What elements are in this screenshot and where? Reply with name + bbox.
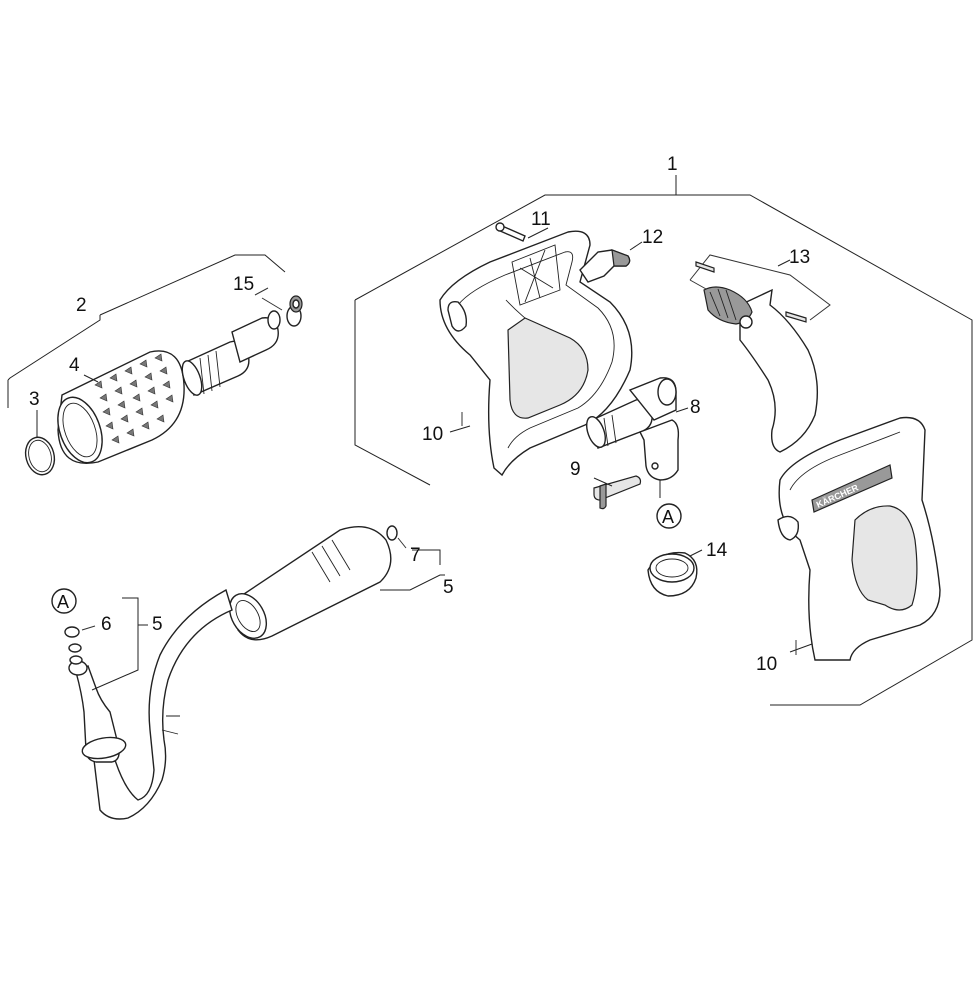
o-ring-part-6 <box>64 625 96 653</box>
callout-6: 6 <box>101 614 112 635</box>
trigger-part-13 <box>689 254 831 453</box>
callout-5-right: 5 <box>443 577 454 598</box>
grommet-part-14 <box>647 549 703 597</box>
callout-13: 13 <box>789 247 810 268</box>
callout-8: 8 <box>690 397 701 418</box>
callout-3: 3 <box>29 389 40 410</box>
reference-marker-a-2: A <box>51 588 77 614</box>
callout-9: 9 <box>570 459 581 480</box>
marker-a-2-text: A <box>57 592 69 612</box>
reference-marker-a-1: A <box>656 503 682 529</box>
trigger-pin-part-9 <box>593 475 642 510</box>
o-ring-part-7 <box>386 525 407 549</box>
callout-bracket-5-right <box>380 549 445 591</box>
callout-bracket-5-left <box>91 597 148 691</box>
grip-shell-left-part-10 <box>439 230 633 477</box>
valve-elbow-part-8 <box>586 377 689 498</box>
screw-part-11 <box>495 222 549 242</box>
grip-shell-right-part-10: KÄRCHER <box>777 416 941 661</box>
snap-ring-part-3 <box>24 410 56 476</box>
callout-7: 7 <box>410 545 421 566</box>
callout-10-right: 10 <box>756 654 777 675</box>
callout-11: 11 <box>531 209 551 230</box>
assembly-2-outline <box>7 254 286 408</box>
callout-15: 15 <box>233 274 254 295</box>
callout-12: 12 <box>642 227 663 248</box>
perforated-sleeve-part-4 <box>57 350 185 464</box>
o-rings-part-15 <box>254 287 303 330</box>
nozzle-connector <box>181 317 279 396</box>
assembly-1-outline <box>354 175 973 706</box>
hose-assembly-part-5 <box>68 526 392 820</box>
callout-2: 2 <box>76 295 87 316</box>
callout-1: 1 <box>667 154 678 175</box>
callout-4: 4 <box>69 355 80 376</box>
marker-a-1-text: A <box>662 507 674 527</box>
trigger-lock-part-12 <box>579 241 643 283</box>
callout-5-left: 5 <box>152 614 163 635</box>
callout-14: 14 <box>706 540 728 561</box>
callout-10-left: 10 <box>422 424 443 445</box>
callout-labels: 1 2 3 4 5 5 6 7 8 9 10 10 11 12 13 14 15 <box>29 154 810 675</box>
